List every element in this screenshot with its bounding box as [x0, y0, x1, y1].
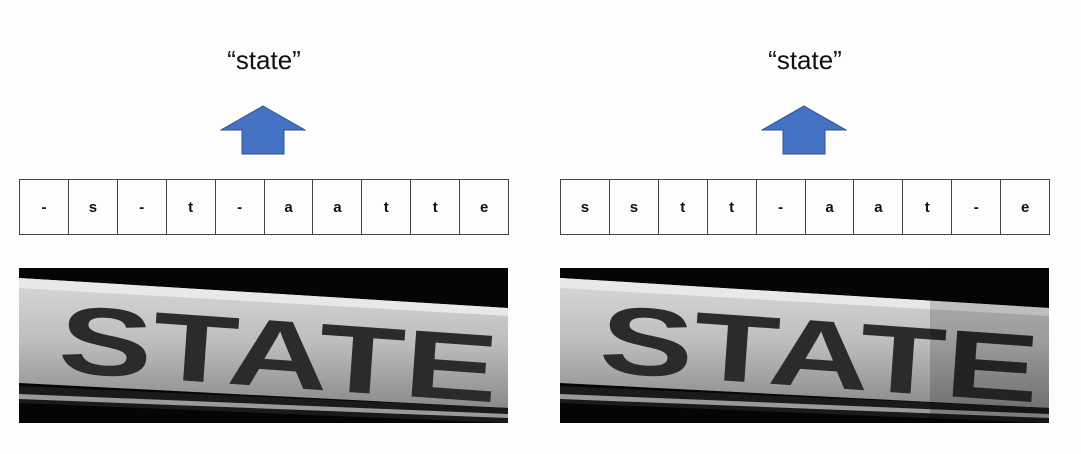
sequence-cell: -: [952, 180, 1002, 234]
up-arrow-icon: [220, 105, 306, 155]
left-panel: “state” - s - t - a a t t e S: [19, 0, 509, 454]
sequence-cell: s: [610, 180, 659, 234]
sequence-cell: a: [806, 180, 855, 234]
label-sequence: - s - t - a a t t e: [19, 179, 509, 235]
sequence-cell: t: [708, 180, 757, 234]
sequence-cell: s: [561, 180, 610, 234]
sequence-cell: -: [216, 180, 265, 234]
sequence-cell: s: [69, 180, 118, 234]
sequence-cell: t: [411, 180, 461, 234]
sequence-cell: -: [20, 180, 69, 234]
sequence-cell: -: [118, 180, 167, 234]
sequence-cell: a: [854, 180, 904, 234]
sequence-cell: a: [313, 180, 363, 234]
sequence-cell: e: [479, 198, 489, 216]
up-arrow-icon: [761, 105, 847, 155]
label-sequence: s s t t - a a t - e: [560, 179, 1050, 235]
word-image: STATE: [19, 268, 508, 423]
decoded-output-text: “state”: [768, 45, 842, 75]
word-image: STATE: [560, 268, 1049, 423]
sequence-cell: a: [265, 180, 314, 234]
right-panel: “state” s s t t - a a t - e S: [560, 0, 1050, 454]
sequence-cell: t: [659, 180, 708, 234]
sequence-cell: t: [903, 180, 953, 234]
sequence-cell: e: [1020, 198, 1030, 216]
sequence-cell: t: [362, 180, 412, 234]
sequence-cell: t: [167, 180, 216, 234]
sequence-cell: -: [757, 180, 806, 234]
decoded-output-text: “state”: [227, 45, 301, 75]
